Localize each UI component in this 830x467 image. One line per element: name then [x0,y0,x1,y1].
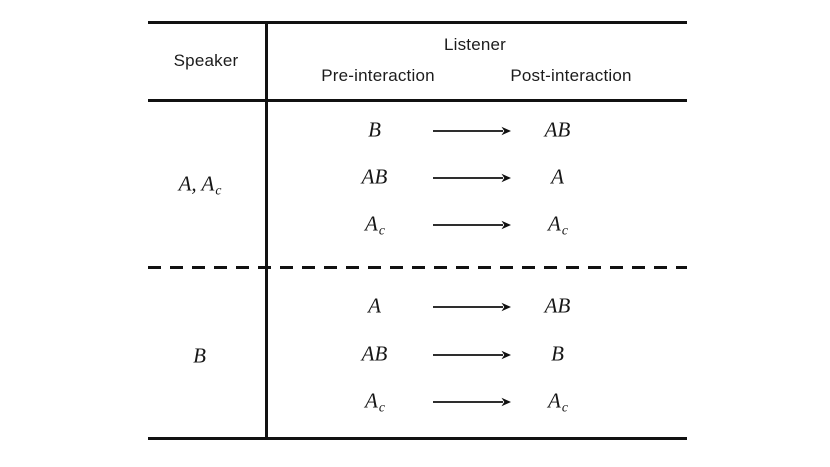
pre-state-base: A [365,388,378,413]
post-state: AB [545,293,572,320]
pre-state: Ac [365,211,385,238]
right-arrow-icon [433,396,511,408]
post-state-base: A [548,388,561,413]
pre-state: AB [362,341,389,368]
header-separator-line [148,99,687,102]
right-arrow-icon [433,301,511,313]
right-arrow-icon [433,172,511,184]
speaker-label-base: A, A [178,171,215,196]
right-arrow-icon [433,219,511,231]
post-interaction-header: Post-interaction [510,66,632,85]
post-state-base: A [551,164,564,189]
speaker-label: B [193,343,207,370]
post-state-base: B [551,341,564,366]
speaker-label: A, Ac [179,171,222,198]
post-state: A [551,164,565,191]
pre-state: Ac [365,388,385,415]
post-state: Ac [548,388,568,415]
post-state: Ac [548,211,568,238]
pre-state-subscript: c [378,222,385,238]
post-state: AB [545,117,572,144]
transition-table: Speaker Listener Pre-interaction Post-in… [148,21,687,440]
pre-state-base: A [365,211,378,236]
pre-state: B [368,117,382,144]
listener-column-header: Listener [443,35,507,54]
column-divider-line [265,24,268,437]
speaker-label-subscript: c [215,182,222,198]
post-state-base: AB [544,293,571,318]
pre-state-base: AB [361,164,388,189]
right-arrow-icon [433,125,511,137]
speaker-label-base: B [193,343,206,368]
post-state-base: AB [544,117,571,142]
pre-state: A [368,293,382,320]
post-state-base: A [548,211,561,236]
pre-state-base: A [368,293,381,318]
speaker-column-header: Speaker [173,51,239,70]
post-state: B [551,341,565,368]
pre-interaction-header: Pre-interaction [321,66,435,85]
pre-state: AB [362,164,389,191]
post-state-subscript: c [561,399,568,415]
right-arrow-icon [433,349,511,361]
pre-state-subscript: c [378,399,385,415]
pre-state-base: B [368,117,381,142]
pre-state-base: AB [361,341,388,366]
section-divider-dashed-line [148,266,687,269]
post-state-subscript: c [561,222,568,238]
